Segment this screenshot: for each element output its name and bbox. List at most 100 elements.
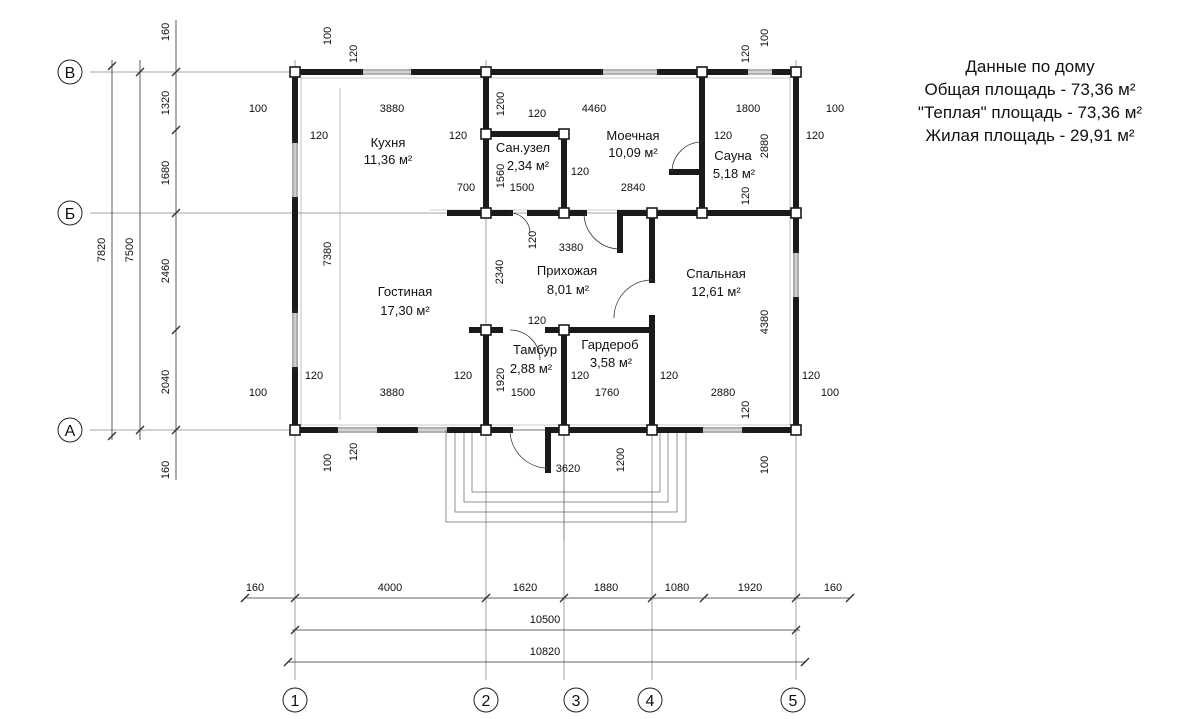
- dim-wall-sauna-left: 120: [714, 130, 732, 142]
- dim-bottom-1620: 1620: [513, 582, 537, 594]
- dim-v-7380: 7380: [322, 242, 334, 266]
- axis-label-row-v: В: [65, 65, 76, 82]
- dim-bottom-160-left: 160: [246, 582, 264, 594]
- dim-right-100-top: 100: [759, 29, 771, 47]
- doors: [509, 141, 703, 469]
- dim-right-120-top: 120: [740, 45, 752, 63]
- room-area-washroom: 10,09 м²: [608, 145, 658, 160]
- porch: [445, 429, 687, 540]
- axis-circle-row-b: [57, 200, 83, 226]
- dim-bottom-160-right: 160: [824, 582, 842, 594]
- dim-lower-100-left: 100: [249, 387, 267, 399]
- axis-circle-col-4: [637, 687, 663, 713]
- dim-porch-1200: 1200: [615, 448, 627, 472]
- dim-v-1560: 1560: [495, 164, 507, 188]
- dim-wall-bath-top: 120: [528, 108, 546, 120]
- house-living-area: Жилая площадь - 29,91 м²: [925, 126, 1135, 145]
- axis-label-col-5: 5: [789, 693, 798, 710]
- dim-bottom-1080: 1080: [665, 582, 689, 594]
- dim-wall-vestibule-left: 120: [454, 370, 472, 382]
- dim-wall-sauna-right: 120: [806, 130, 824, 142]
- axis-circle-col-3: [563, 687, 589, 713]
- dim-height-7820: 7820: [96, 238, 108, 262]
- axis-markers: [57, 59, 806, 713]
- axis-circle-col-2: [473, 687, 499, 713]
- dim-v-120-bottom-left: 120: [348, 443, 360, 461]
- dimension-texts-vertical: 160 100 120 120 100 1320 1680 2460 2040 …: [96, 23, 771, 479]
- axis-label-col-2: 2: [482, 693, 491, 710]
- dim-wall-bath-right: 120: [571, 166, 589, 178]
- dim-v-1200-top: 1200: [495, 92, 507, 116]
- room-name-living: Гостиная: [378, 284, 433, 299]
- room-name-wardrobe: Гардероб: [581, 337, 638, 352]
- dim-left-120-top: 120: [348, 45, 360, 63]
- house-info-title: Данные по дому: [965, 57, 1095, 76]
- dim-overall-outer: 10820: [530, 646, 561, 658]
- dim-wall-vestibule-top: 120: [528, 315, 546, 327]
- house-warm-area: "Теплая" площадь - 73,36 м²: [917, 103, 1143, 122]
- axis-label-col-1: 1: [291, 693, 300, 710]
- dim-lower-2880: 2880: [711, 387, 735, 399]
- dim-wall-bath-left: 120: [449, 130, 467, 142]
- dim-lower-1760: 1760: [595, 387, 619, 399]
- room-name-bathroom: Сан.узел: [496, 140, 550, 155]
- dim-left-160-bottom: 160: [160, 461, 172, 479]
- grid-lines: [90, 60, 800, 680]
- dim-mid-2840: 2840: [621, 182, 645, 194]
- dim-top-100-right: 100: [826, 103, 844, 115]
- dim-height-7500: 7500: [124, 238, 136, 262]
- dim-v-100-bottom-left: 100: [322, 454, 334, 472]
- house-total-area: Общая площадь - 73,36 м²: [924, 80, 1136, 99]
- room-area-hall: 8,01 м²: [547, 282, 590, 297]
- axis-label-row-b: Б: [65, 206, 76, 223]
- dim-bottom-1920: 1920: [738, 582, 762, 594]
- dim-top-4460: 4460: [582, 103, 606, 115]
- axis-circle-row-v: [57, 59, 83, 85]
- dim-v-1920: 1920: [495, 368, 507, 392]
- room-name-washroom: Моечная: [606, 128, 659, 143]
- axis-circle-col-1: [282, 687, 308, 713]
- room-area-kitchen: 11,36 м²: [364, 152, 413, 167]
- room-area-vestibule: 2,88 м²: [510, 361, 553, 376]
- room-name-kitchen: Кухня: [371, 135, 406, 150]
- dimension-texts-horizontal: 160 4000 1620 1880 1080 1920 160 10500 1…: [246, 103, 844, 658]
- axis-label-col-4: 4: [646, 693, 655, 710]
- dim-top-3880: 3880: [380, 103, 404, 115]
- dim-lower-100-right: 100: [821, 387, 839, 399]
- dim-mid-1500: 1500: [510, 182, 534, 194]
- house-info-panel: Данные по дому Общая площадь - 73,36 м² …: [880, 55, 1180, 147]
- dim-v-120-sauna: 120: [740, 187, 752, 205]
- dim-wall-bedroom-right: 120: [802, 370, 820, 382]
- dim-porch-3620: 3620: [556, 463, 580, 475]
- dim-v-120-bedroom: 120: [740, 401, 752, 419]
- walls: [289, 66, 802, 473]
- dim-mid-700: 700: [457, 182, 475, 194]
- axis-circle-row-a: [57, 417, 83, 443]
- room-labels: Кухня 11,36 м² Сан.узел 2,34 м² Моечная …: [364, 128, 756, 376]
- axis-circle-col-5: [780, 687, 806, 713]
- room-name-vestibule: Тамбур: [513, 342, 557, 357]
- axis-label-col-3: 3: [572, 693, 581, 710]
- room-area-wardrobe: 3,58 м²: [590, 355, 633, 370]
- dim-v-2880: 2880: [759, 134, 771, 158]
- dim-v-120-hall: 120: [527, 231, 539, 249]
- dim-top-1800: 1800: [736, 103, 760, 115]
- dim-wall-living: 120: [305, 370, 323, 382]
- dim-left-1320: 1320: [160, 91, 172, 115]
- dim-v-2340: 2340: [494, 260, 506, 284]
- dim-bottom-4000: 4000: [378, 582, 402, 594]
- dim-left-2040: 2040: [160, 370, 172, 394]
- room-name-sauna: Сауна: [714, 148, 752, 163]
- dim-bottom-1880: 1880: [594, 582, 618, 594]
- dim-v-4380: 4380: [759, 310, 771, 334]
- room-name-bedroom: Спальная: [686, 266, 745, 281]
- room-area-bathroom: 2,34 м²: [507, 158, 550, 173]
- dim-wall-bedroom-left: 120: [660, 370, 678, 382]
- dim-hall-3380: 3380: [559, 242, 583, 254]
- dim-lower-3880: 3880: [380, 387, 404, 399]
- dim-left-100-top: 100: [322, 27, 334, 45]
- room-area-sauna: 5,18 м²: [713, 166, 756, 181]
- room-name-hall: Прихожая: [537, 263, 597, 278]
- axis-labels: В Б А 1 2 3 4 5: [65, 65, 798, 710]
